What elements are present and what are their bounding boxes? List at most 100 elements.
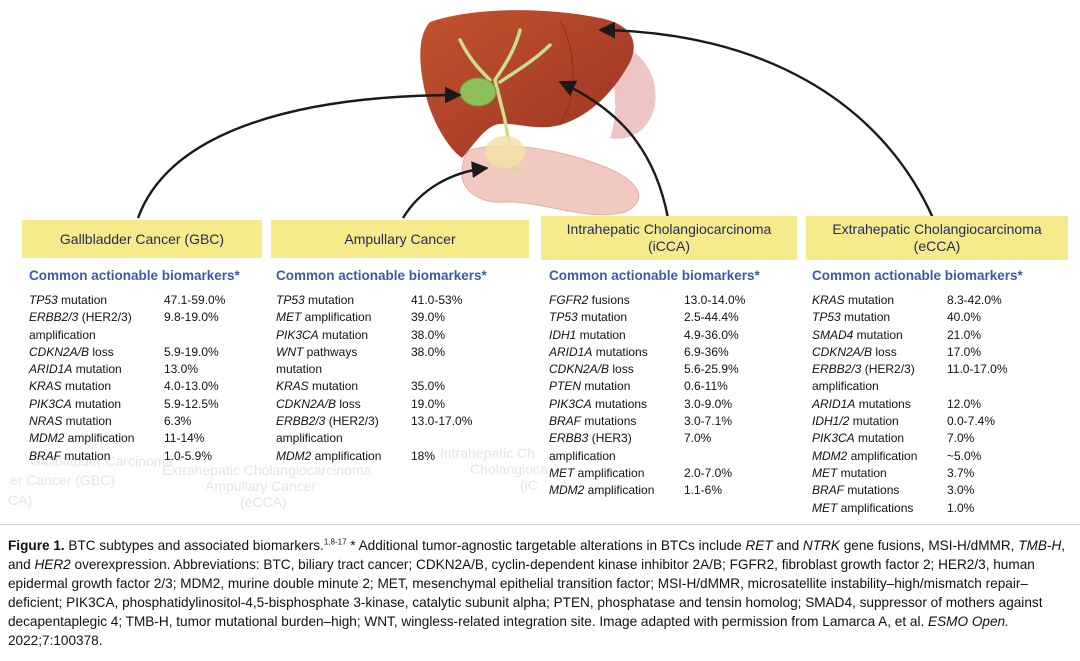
biomarker-frequency: 35.0% xyxy=(411,379,446,394)
section-title-gbc: Common actionable biomarkers* xyxy=(29,268,240,283)
biomarker-frequency: 21.0% xyxy=(947,327,982,342)
biomarker-frequency: 40.0% xyxy=(947,310,982,325)
biomarker-name: MET amplification xyxy=(276,309,411,326)
biomarker-frequency: 11-14% xyxy=(164,431,205,446)
gene-symbol: PIK3CA xyxy=(29,396,72,411)
biomarker-name: PIK3CA mutations xyxy=(549,396,684,413)
biomarker-frequency: 18% xyxy=(411,448,436,463)
biomarker-name: MDM2 amplification xyxy=(29,430,164,447)
alteration-type: fusions xyxy=(588,293,630,307)
biomarker-name: ARID1A mutation xyxy=(29,361,164,378)
gene-symbol: IDH1/2 xyxy=(812,414,850,429)
biomarker-name: BRAF mutations xyxy=(549,413,684,430)
alteration-type: (HER3) amplification xyxy=(549,431,632,463)
alteration-type: loss xyxy=(872,344,897,359)
caption-label: Figure 1. xyxy=(8,538,65,553)
alteration-type: mutation xyxy=(853,327,903,342)
liver-illustration xyxy=(420,10,634,158)
alteration-type: loss xyxy=(609,362,634,377)
biomarker-frequency: ~5.0% xyxy=(947,448,982,463)
biomarker-name: TP53 mutation xyxy=(276,292,411,309)
alteration-type: mutation xyxy=(844,293,895,307)
alteration-type: mutation xyxy=(308,379,359,394)
alteration-type: loss xyxy=(336,396,361,411)
gene-symbol: CDKN2A/B xyxy=(812,344,873,359)
biomarker-name: ERBB2/3 (HER2/3) amplification xyxy=(29,309,164,344)
biomarker-frequency: 13.0-14.0% xyxy=(684,293,746,307)
gallbladder-illustration xyxy=(459,77,497,107)
gene-symbol: MDM2 xyxy=(276,448,312,463)
biomarker-name: KRAS mutation xyxy=(812,292,947,309)
biomarker-frequency: 3.0% xyxy=(947,483,975,498)
biomarker-frequency: 5.9-12.5% xyxy=(164,396,219,411)
alteration-type: mutations xyxy=(855,396,911,411)
ghost-text: CA) xyxy=(8,492,33,508)
organ-illustration xyxy=(136,10,935,219)
ghost-text: Ampullary Cancer xyxy=(205,478,317,494)
gene-symbol: TP53 xyxy=(29,293,58,307)
gene-symbol: NRAS xyxy=(29,414,63,429)
biomarker-name: TP53 mutation xyxy=(549,309,684,326)
gene-symbol: MDM2 xyxy=(29,431,65,446)
gene-symbol: PTEN xyxy=(549,379,582,394)
biomarker-frequency: 1.0-5.9% xyxy=(164,448,213,463)
alteration-type: amplification xyxy=(311,448,382,463)
alteration-type: amplification xyxy=(584,483,655,498)
header-ampullary: Ampullary Cancer xyxy=(271,220,529,258)
gene-symbol: IDH1 xyxy=(549,327,577,342)
gene-symbol: PIK3CA xyxy=(276,327,319,342)
gene-symbol: KRAS xyxy=(276,379,309,394)
biomarker-row: MDM2 amplification~5.0% xyxy=(812,448,1067,465)
biomarker-name: MDM2 amplification xyxy=(276,448,411,465)
biomarker-name: ARID1A mutations xyxy=(812,396,947,413)
biomarker-name: BRAF mutations xyxy=(812,482,947,499)
gene-symbol: CDKN2A/B xyxy=(29,344,90,359)
gene-symbol: MET xyxy=(812,465,838,480)
alteration-type: mutations xyxy=(581,414,637,429)
caption-reference: 1,8-17 xyxy=(323,537,347,547)
caption-divider xyxy=(0,524,1080,525)
biomarker-frequency: 19.0% xyxy=(411,396,446,411)
alteration-type: pathways mutation xyxy=(276,344,358,377)
alteration-type: amplifications xyxy=(837,500,914,515)
alteration-type: loss xyxy=(89,344,114,359)
header-icca: Intrahepatic Cholangiocarcinoma (iCCA) xyxy=(541,216,797,260)
alteration-type: amplification xyxy=(847,448,918,463)
biomarker-frequency: 12.0% xyxy=(947,396,982,411)
biomarker-name: MDM2 amplification xyxy=(812,448,947,465)
biomarker-name: PIK3CA mutation xyxy=(812,430,947,447)
alteration-type: mutations xyxy=(591,396,648,411)
biomarker-frequency: 0.0-7.4% xyxy=(947,414,996,429)
ghost-text: (eCCA) xyxy=(240,494,287,510)
alteration-type: mutation xyxy=(318,327,369,342)
biomarker-name: TP53 mutation xyxy=(29,292,164,309)
header-ecca: Extrahepatic Cholangiocarcinoma (eCCA) xyxy=(806,216,1068,260)
biomarker-name: MET mutation xyxy=(812,465,947,482)
gene-symbol: BRAF xyxy=(29,448,62,463)
biomarker-frequency: 11.0-17.0% xyxy=(947,362,1008,377)
biomarker-name: PIK3CA mutation xyxy=(29,396,164,413)
arrow-gbc xyxy=(136,86,462,219)
biomarker-name: CDKN2A/B loss xyxy=(29,344,164,361)
alteration-type: mutation xyxy=(576,327,626,342)
gene-symbol: MET xyxy=(549,465,575,480)
